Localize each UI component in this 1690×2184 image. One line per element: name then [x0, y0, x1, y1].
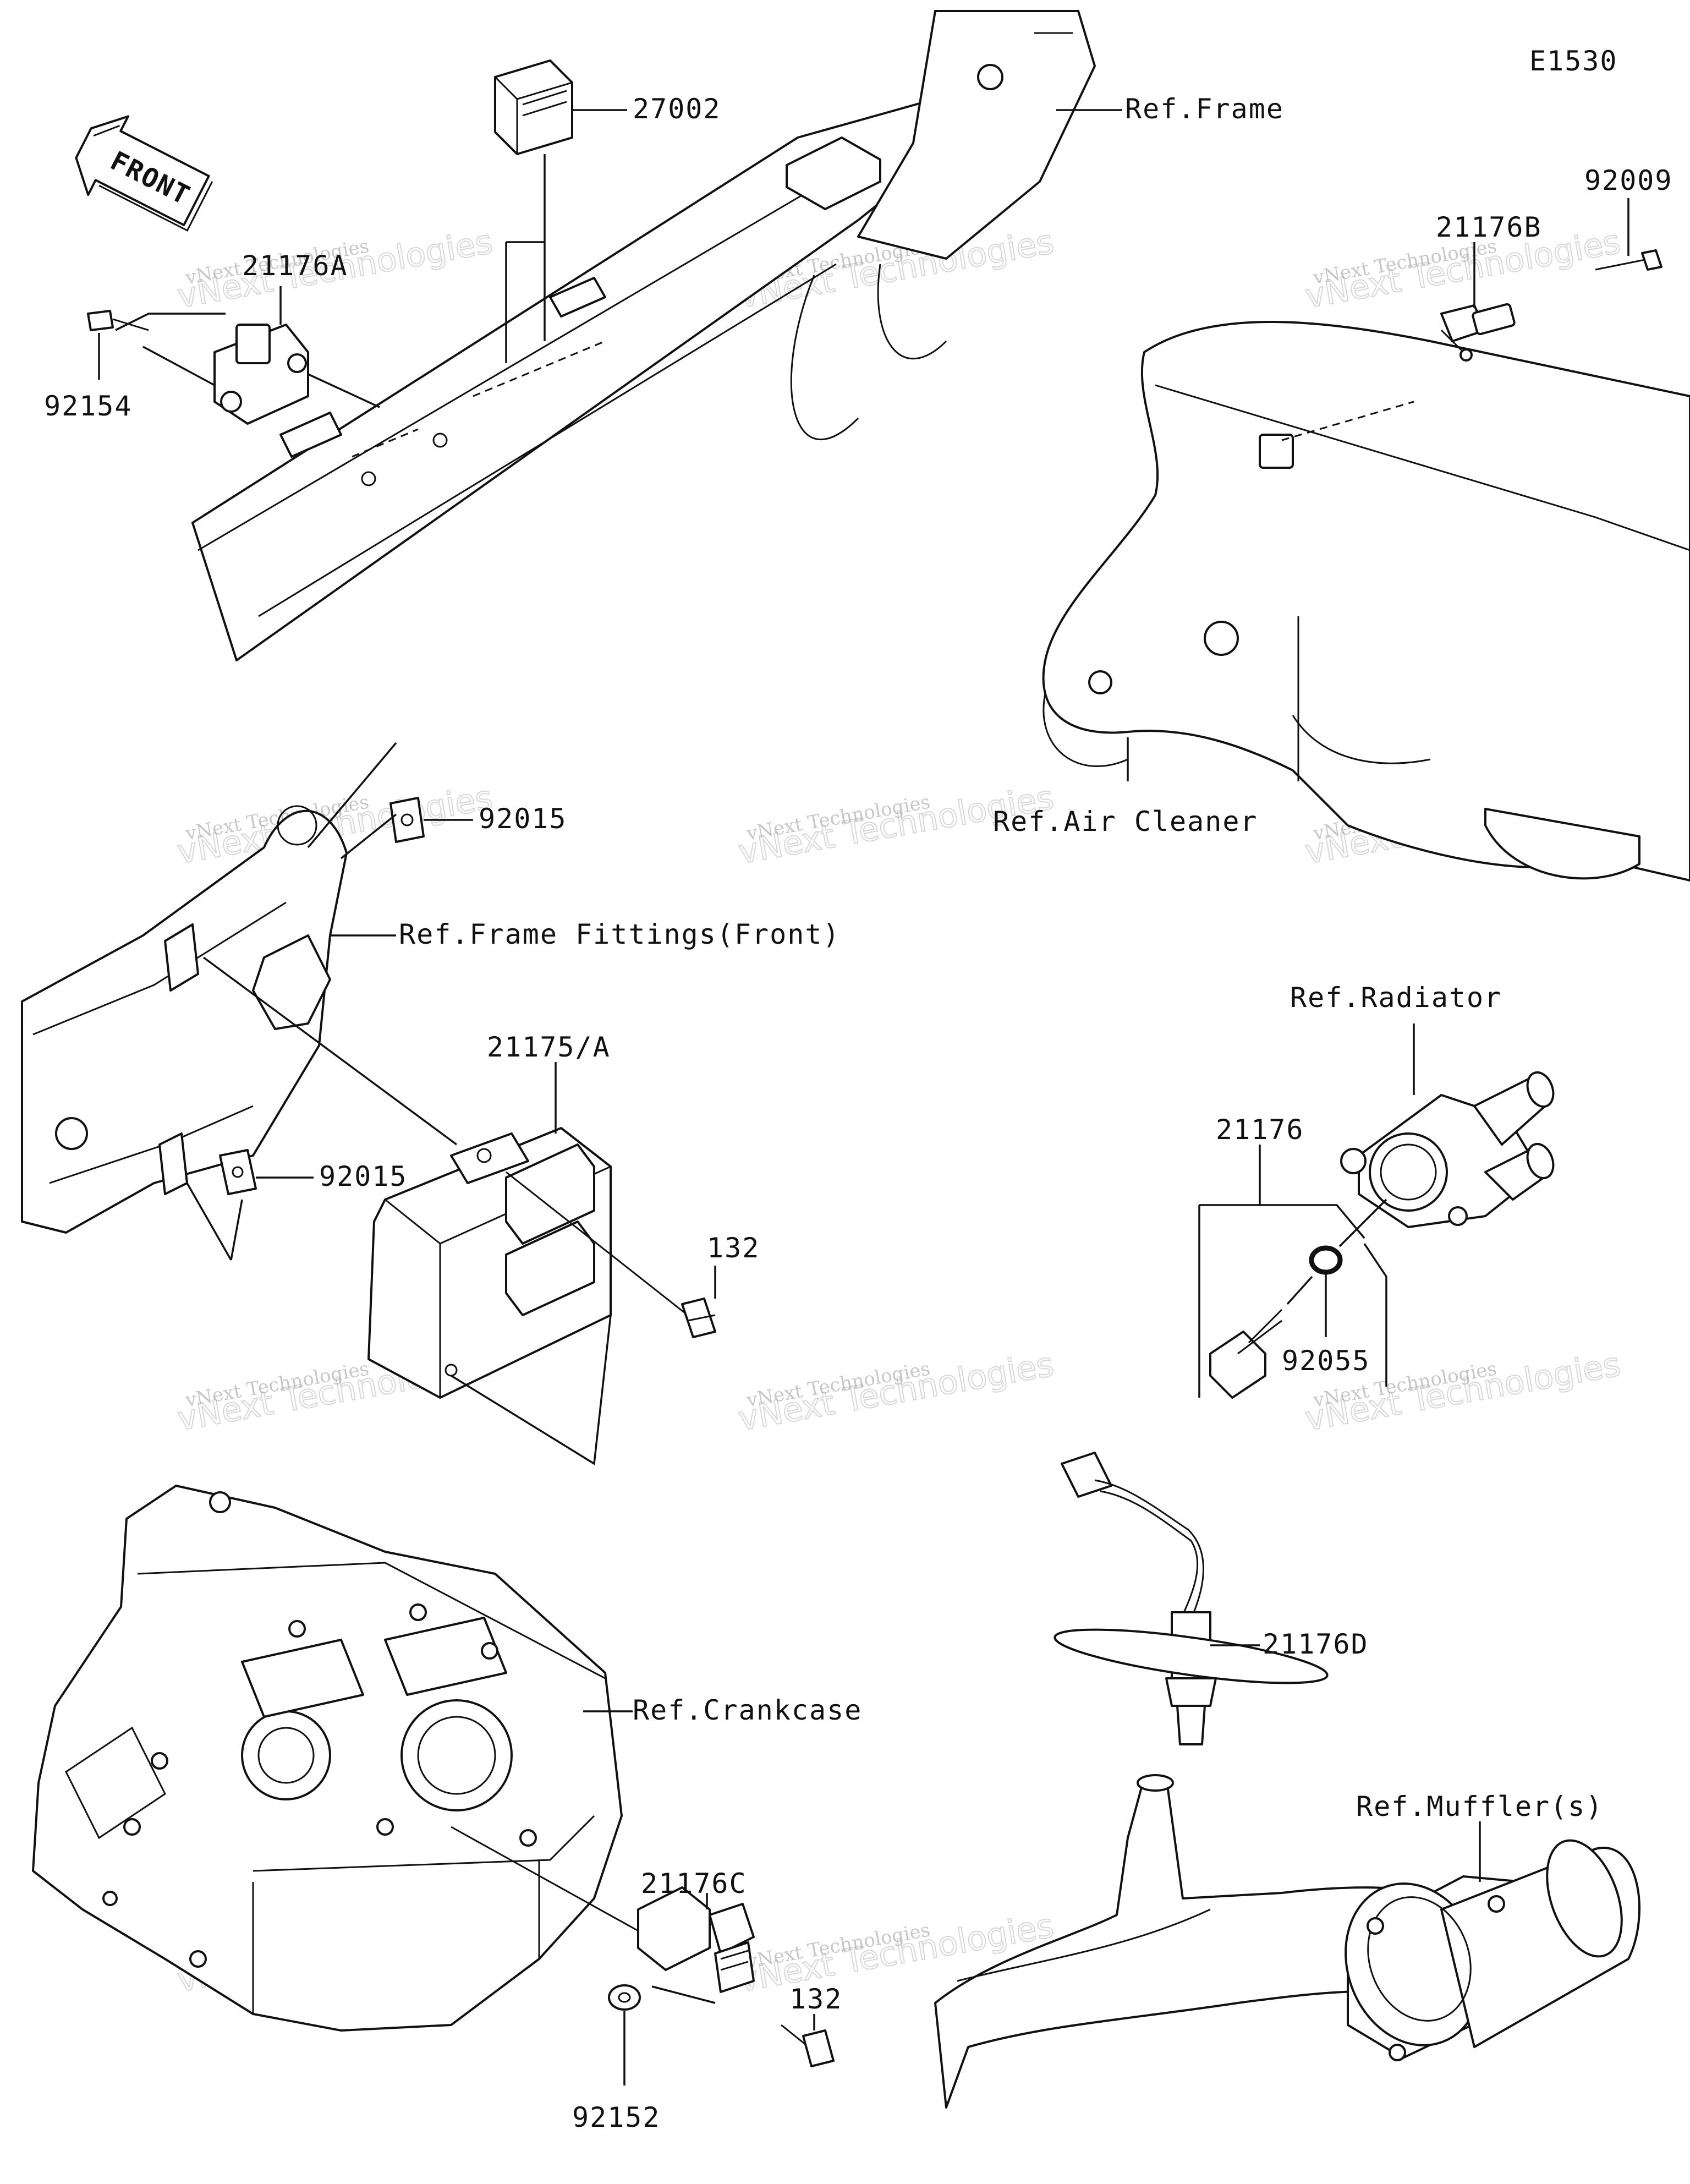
air-cleaner-assembly — [1042, 321, 1690, 882]
label-132-ecu: 132 — [707, 1232, 760, 1264]
radiator-fitting — [1340, 1071, 1555, 1228]
diagram-code: E1530 — [1529, 45, 1618, 77]
washer-92152 — [608, 1984, 641, 2011]
label-ref-frame: Ref.Frame — [1125, 93, 1284, 125]
label-ref-air-cleaner: Ref.Air Cleaner — [993, 806, 1258, 838]
label-92015-bottom: 92015 — [319, 1161, 408, 1192]
sensor-21176A — [213, 324, 309, 425]
sensor-21176D — [1053, 1452, 1329, 1745]
crankcase — [32, 1485, 623, 2032]
label-92154: 92154 — [44, 390, 133, 422]
clip-92015-top — [389, 797, 425, 843]
frame-fittings-front — [21, 805, 348, 1234]
sensor-21176 — [1209, 1309, 1283, 1399]
label-92055: 92055 — [1282, 1345, 1370, 1377]
label-21176: 21176 — [1216, 1114, 1304, 1146]
label-27002: 27002 — [633, 93, 721, 125]
sensor-21176C — [451, 1826, 755, 1993]
label-92015-top: 92015 — [479, 803, 567, 835]
bolt-92154 — [87, 310, 149, 331]
label-ref-radiator: Ref.Radiator — [1290, 982, 1502, 1014]
label-21176D: 21176D — [1263, 1628, 1369, 1660]
label-ref-frame-fittings: Ref.Frame Fittings(Front) — [399, 918, 841, 950]
relay-27002 — [494, 59, 573, 155]
muffler-assembly — [934, 1774, 1640, 2109]
sensor-21176B — [1440, 303, 1516, 362]
front-arrow: FRONT — [75, 115, 213, 232]
bolt-132-sensor — [781, 2024, 835, 2067]
label-21176C: 21176C — [641, 1868, 747, 1900]
o-ring-92055 — [1309, 1245, 1343, 1275]
label-21176A: 21176A — [242, 250, 348, 282]
label-92152: 92152 — [572, 2101, 661, 2133]
clip-92015-bottom — [219, 1149, 257, 1195]
label-21176B: 21176B — [1436, 211, 1542, 243]
screw-92009 — [1595, 249, 1662, 271]
label-ref-crankcase: Ref.Crankcase — [633, 1694, 862, 1726]
label-ref-mufflers: Ref.Muffler(s) — [1356, 1791, 1603, 1822]
label-21175A: 21175/A — [487, 1031, 611, 1063]
label-92009: 92009 — [1584, 165, 1673, 196]
label-132-sensor: 132 — [789, 1983, 842, 2015]
ecu-21175A — [367, 1127, 612, 1399]
frame-rail-assembly — [191, 10, 1096, 661]
bolt-132-ecu — [506, 1171, 716, 1338]
